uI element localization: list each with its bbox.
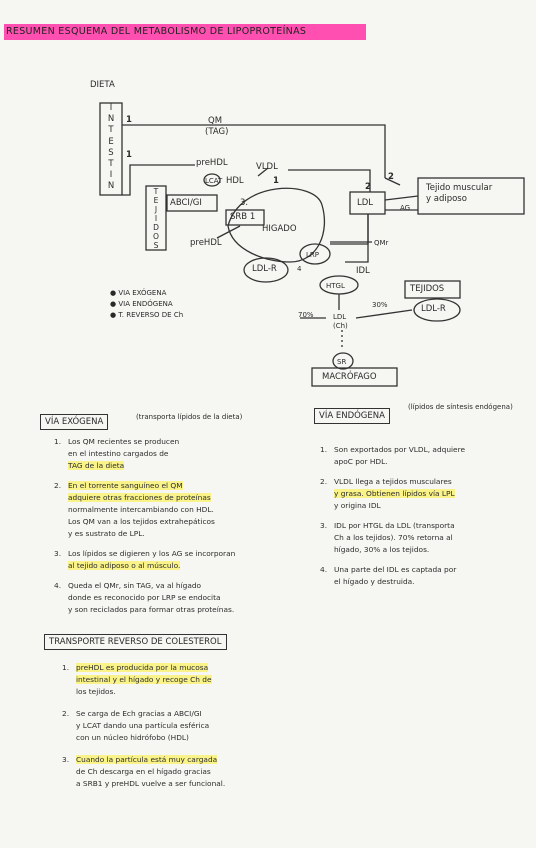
idl-label: IDL <box>356 266 370 276</box>
higado-label: HIGADO <box>262 224 297 234</box>
step-2a: 2 <box>365 182 371 192</box>
reverso-title: TRANSPORTE REVERSO DE COLESTEROL <box>44 634 227 650</box>
srb-label: SRB 1 <box>230 212 256 222</box>
step-4: 4 <box>297 265 302 273</box>
y-adiposo-label: y adiposo <box>426 194 467 204</box>
exogena-title: VÍA EXÓGENA <box>40 414 109 430</box>
lrp-label: LRP <box>306 251 319 259</box>
hdl-label: HDL <box>226 176 244 186</box>
prehdl-bottom-label: preHDL <box>190 238 222 248</box>
sr-label: SR <box>337 358 347 366</box>
prehdl-top-label: preHDL <box>196 158 228 168</box>
list-item: 3.Los lípidos se digieren y los AG se in… <box>54 549 236 570</box>
endogena-subtitle: (lípidos de síntesis endógena) <box>408 403 513 411</box>
ag-label: AG <box>400 204 411 212</box>
legend-item-endogena: ● VIA ENDÓGENA <box>110 300 173 308</box>
abcigi-label: ABCI/GI <box>170 198 202 208</box>
legend-item-exogena: ● VIA EXÓGENA <box>110 289 167 297</box>
qmr-label: QMr <box>374 239 389 247</box>
dieta-label: DIETA <box>90 80 115 90</box>
page-title: RESUMEN ESQUEMA DEL METABOLISMO DE LIPOP… <box>4 24 366 40</box>
legend-item-reverso: ● T. REVERSO DE Ch <box>110 311 184 319</box>
pct-70-label: 70% <box>298 311 314 319</box>
htgl-label: HTGL <box>326 282 345 290</box>
macrofago-label: MACRÓFAGO <box>322 372 377 382</box>
qm-label: QM <box>208 116 223 126</box>
lcat-label: LCAT <box>205 177 223 185</box>
pct-30-label: 30% <box>372 301 388 309</box>
step-1b: 1 <box>126 150 132 160</box>
step-3: 3. <box>240 198 249 208</box>
ldl-box-label: LDL <box>357 198 374 208</box>
exogena-subtitle: (transporta lípidos de la dieta) <box>136 413 243 421</box>
step-2b: 2 <box>388 172 394 182</box>
ch-label: (Ch) <box>333 322 348 330</box>
ldlr-right-label: LDL-R <box>421 304 446 314</box>
step-1c: 1 <box>273 176 279 186</box>
endogena-title: VÍA ENDÓGENA <box>314 408 390 424</box>
tejidos-box-label: TEJIDOS <box>410 284 445 294</box>
tejido-muscular-label: Tejido muscular <box>426 183 493 193</box>
step-1a: 1 <box>126 115 132 125</box>
ldl-ch-label: LDL <box>333 313 347 321</box>
tag-label: (TAG) <box>205 127 229 137</box>
ldlr-left-label: LDL-R <box>252 264 277 274</box>
vldl-label: VLDL <box>256 162 278 172</box>
